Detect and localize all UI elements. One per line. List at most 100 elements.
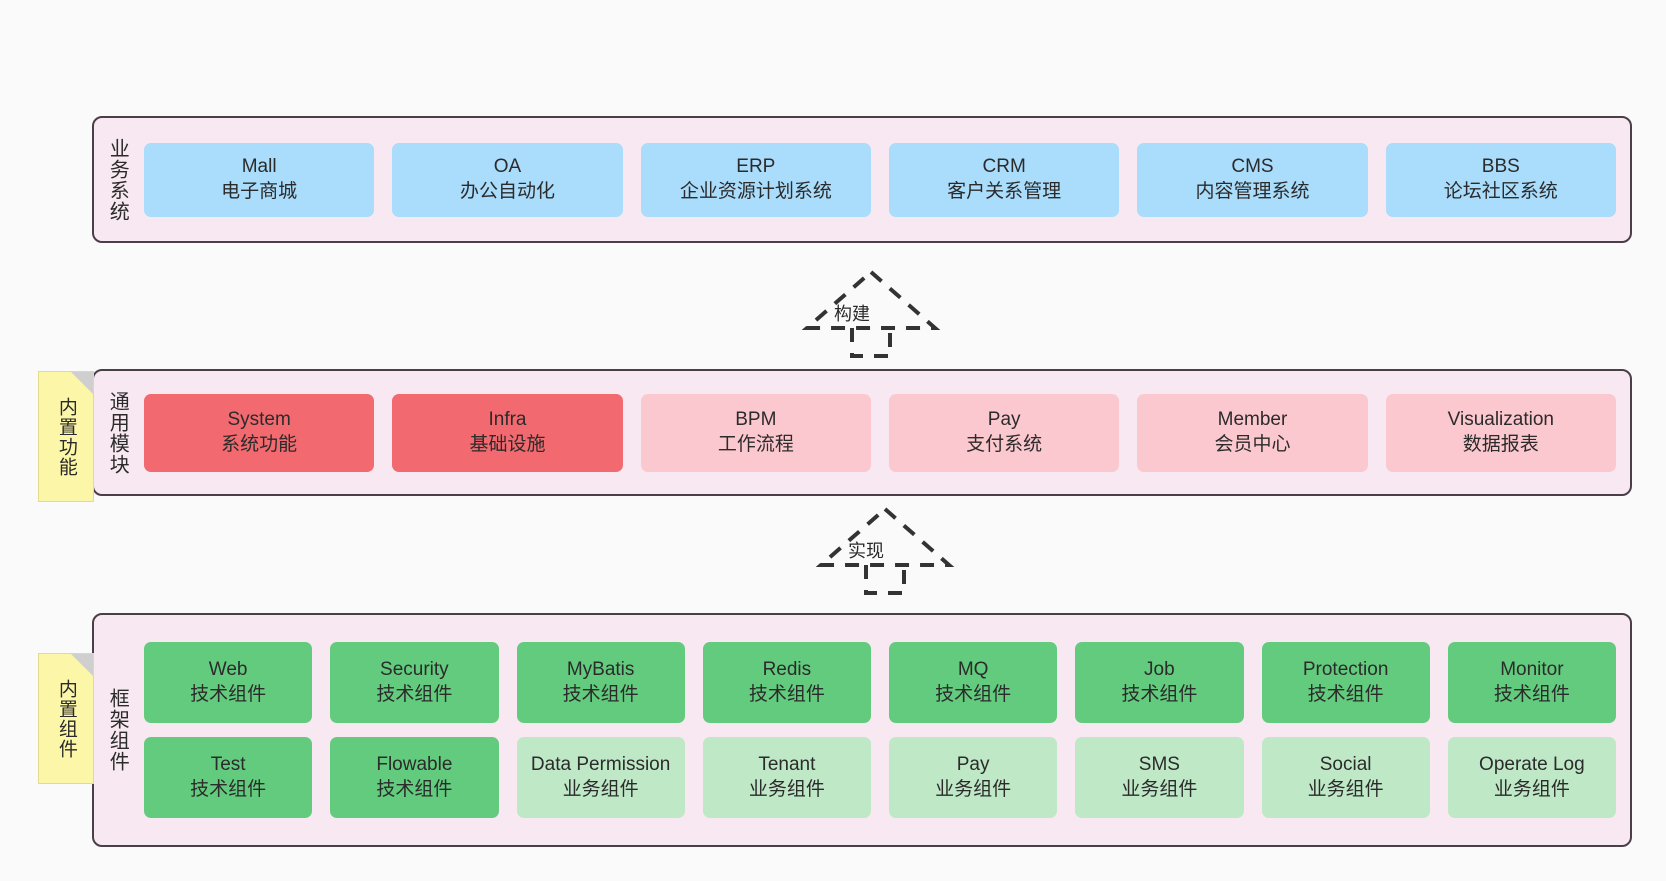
card-title: Operate Log [1479, 754, 1585, 776]
card-member[interactable]: Member 会员中心 [1137, 393, 1368, 472]
card-title: BPM [735, 409, 777, 431]
card-subtitle: 技术组件 [1493, 683, 1570, 705]
card-title: ERP [736, 156, 776, 178]
card-test[interactable]: Test 技术组件 [144, 737, 313, 818]
card-subtitle: 电子商城 [221, 180, 298, 202]
card-mq[interactable]: MQ 技术组件 [889, 642, 1058, 723]
card-subtitle: 数据报表 [1462, 433, 1539, 455]
layer-business-systems[interactable]: 业务系统 Mall 电子商城 OA 办公自动化 ERP 企业资源计划系统 CRM… [92, 116, 1632, 243]
card-tenant[interactable]: Tenant 业务组件 [702, 737, 871, 818]
note-builtin-functions[interactable]: 内置功能 [38, 371, 94, 502]
card-pay-business[interactable]: Pay 业务组件 [889, 737, 1058, 818]
card-subtitle: 企业资源计划系统 [679, 180, 832, 202]
card-bpm[interactable]: BPM 工作流程 [640, 393, 871, 472]
card-subtitle: 技术组件 [1121, 683, 1198, 705]
layer-title-business: 业务系统 [106, 137, 129, 222]
card-subtitle: 业务组件 [935, 778, 1012, 800]
card-title: Data Permission [530, 754, 671, 776]
card-title: Infra [488, 409, 527, 431]
card-mall[interactable]: Mall 电子商城 [144, 142, 375, 217]
card-crm[interactable]: CRM 客户关系管理 [888, 142, 1120, 217]
card-subtitle: 业务组件 [748, 778, 825, 800]
card-subtitle: 支付系统 [966, 433, 1043, 455]
card-web[interactable]: Web 技术组件 [144, 642, 313, 723]
card-subtitle: 技术组件 [748, 683, 825, 705]
card-monitor[interactable]: Monitor 技术组件 [1447, 642, 1616, 723]
card-title: Mall [241, 156, 277, 178]
generalization-arrow-icon [815, 506, 955, 595]
card-social[interactable]: Social 业务组件 [1261, 737, 1430, 818]
card-title: Job [1144, 659, 1175, 681]
card-visualization[interactable]: Visualization 数据报表 [1385, 393, 1616, 472]
layer-body-modules: System 系统功能 Infra 基础设施 BPM 工作流程 Pay 支付系统… [140, 371, 1630, 494]
card-data-permission[interactable]: Data Permission 业务组件 [516, 737, 685, 818]
card-title: OA [493, 156, 522, 178]
card-title: Web [208, 659, 248, 681]
note-label: 内置组件 [55, 678, 77, 759]
card-subtitle: 论坛社区系统 [1443, 180, 1558, 202]
card-title: Redis [762, 659, 812, 681]
card-title: Social [1319, 754, 1372, 776]
card-subtitle: 技术组件 [376, 778, 453, 800]
layer-title-modules: 通用模块 [106, 390, 129, 475]
card-bbs[interactable]: BBS 论坛社区系统 [1385, 142, 1616, 217]
note-label: 内置功能 [55, 396, 77, 477]
layer-title-framework: 框架组件 [106, 688, 129, 772]
card-sms[interactable]: SMS 业务组件 [1075, 737, 1244, 818]
card-protection[interactable]: Protection 技术组件 [1261, 642, 1430, 723]
card-title: Test [210, 754, 246, 776]
row: System 系统功能 Infra 基础设施 BPM 工作流程 Pay 支付系统… [144, 393, 1616, 472]
layer-framework-components[interactable]: 框架组件 Web 技术组件 Security 技术组件 MyBatis 技术组件… [92, 613, 1632, 847]
card-title: CRM [982, 156, 1026, 178]
card-subtitle: 系统功能 [221, 433, 298, 455]
card-title: Protection [1302, 659, 1389, 681]
card-subtitle: 技术组件 [562, 683, 639, 705]
card-title: Visualization [1447, 409, 1554, 431]
note-fold-icon [71, 372, 93, 394]
card-title: Member [1217, 409, 1288, 431]
card-subtitle: 技术组件 [1307, 683, 1384, 705]
arrow-implement: 实现 [810, 505, 960, 595]
card-title: Monitor [1500, 659, 1564, 681]
layer-body-framework: Web 技术组件 Security 技术组件 MyBatis 技术组件 Redi… [140, 615, 1630, 845]
card-operate-log[interactable]: Operate Log 业务组件 [1447, 737, 1616, 818]
card-subtitle: 技术组件 [935, 683, 1012, 705]
arrow-build-label: 构建 [834, 304, 870, 324]
card-cms[interactable]: CMS 内容管理系统 [1137, 142, 1368, 217]
layer-common-modules[interactable]: 通用模块 System 系统功能 Infra 基础设施 BPM 工作流程 Pay… [92, 369, 1632, 496]
card-title: System [227, 409, 291, 431]
card-job[interactable]: Job 技术组件 [1075, 642, 1244, 723]
card-subtitle: 业务组件 [1307, 778, 1384, 800]
generalization-arrow-icon [801, 269, 941, 358]
card-redis[interactable]: Redis 技术组件 [702, 642, 871, 723]
row: Web 技术组件 Security 技术组件 MyBatis 技术组件 Redi… [144, 642, 1616, 723]
arrow-build: 构建 [796, 268, 946, 358]
row: Test 技术组件 Flowable 技术组件 Data Permission … [144, 737, 1616, 818]
card-title: Tenant [758, 754, 816, 776]
row: Mall 电子商城 OA 办公自动化 ERP 企业资源计划系统 CRM 客户关系… [144, 142, 1616, 217]
card-system[interactable]: System 系统功能 [144, 393, 375, 472]
card-infra[interactable]: Infra 基础设施 [392, 393, 623, 472]
card-title: MyBatis [566, 659, 635, 681]
card-erp[interactable]: ERP 企业资源计划系统 [640, 142, 871, 217]
card-subtitle: 业务组件 [1493, 778, 1570, 800]
card-title: Pay [987, 409, 1021, 431]
card-subtitle: 工作流程 [717, 433, 794, 455]
card-title: SMS [1138, 754, 1180, 776]
card-security[interactable]: Security 技术组件 [330, 642, 499, 723]
card-subtitle: 内容管理系统 [1195, 180, 1310, 202]
card-flowable[interactable]: Flowable 技术组件 [330, 737, 499, 818]
card-title: MQ [957, 659, 989, 681]
card-pay[interactable]: Pay 支付系统 [888, 393, 1120, 472]
card-subtitle: 基础设施 [469, 433, 546, 455]
card-oa[interactable]: OA 办公自动化 [392, 142, 623, 217]
card-title: Flowable [376, 754, 453, 776]
card-subtitle: 技术组件 [190, 778, 267, 800]
note-builtin-components[interactable]: 内置组件 [38, 653, 94, 784]
card-mybatis[interactable]: MyBatis 技术组件 [516, 642, 685, 723]
card-subtitle: 客户关系管理 [947, 180, 1062, 202]
card-subtitle: 业务组件 [1121, 778, 1198, 800]
card-subtitle: 业务组件 [562, 778, 639, 800]
card-title: CMS [1231, 156, 1274, 178]
